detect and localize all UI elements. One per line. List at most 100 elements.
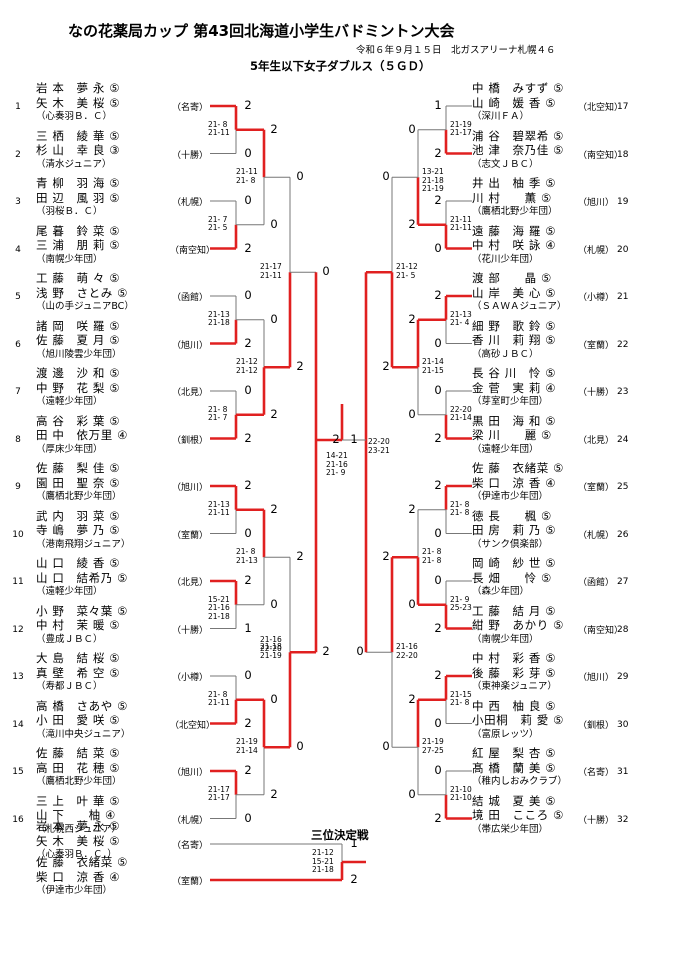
club-name: （南幌少年団） — [472, 633, 539, 645]
player-name: 矢 木 美 桜 ⑤ — [36, 95, 121, 110]
player-name: 小 野 菜々葉 ⑤ — [36, 603, 129, 618]
seed-number: 17 — [617, 102, 629, 112]
player-name: 結 城 夏 美 ⑤ — [472, 793, 557, 808]
game-count: 0 — [244, 810, 252, 825]
club-name: （清水ジュニア） — [36, 158, 112, 170]
club-name: （富原レッツ） — [472, 728, 539, 740]
game-count: 0 — [244, 288, 252, 302]
game-count: 2 — [434, 478, 442, 492]
player-name: 井 出 柚 季 ⑤ — [472, 176, 557, 190]
club-name: （札幌西ジュニア） — [36, 823, 121, 835]
region-label: （十勝） — [578, 388, 615, 398]
region-label: （名寄） — [578, 768, 615, 778]
game-count: 2 — [244, 478, 252, 492]
player-name: 工 藤 結 月 ⑤ — [472, 603, 557, 618]
seed-number: 8 — [15, 434, 21, 445]
player-name: 中 村 彩 香 ⑤ — [472, 651, 557, 665]
club-name: （伊達市少年団） — [472, 491, 549, 502]
region-label: （北空知） — [170, 720, 216, 731]
game-count: 0 — [434, 335, 442, 350]
region-label: （函館） — [171, 293, 208, 303]
player-name: 川 村 薫 ⑤ — [472, 190, 552, 205]
game-count: 0 — [270, 311, 278, 326]
game-count: 0 — [408, 406, 416, 421]
region-label: （南空知） — [578, 150, 624, 161]
game-count: 2 — [244, 335, 252, 350]
game-count: 0 — [322, 264, 330, 279]
player-name: 矢 木 美 桜 ⑤ — [36, 833, 121, 848]
seed-number: 26 — [617, 529, 629, 540]
game-count: 2 — [408, 691, 416, 706]
player-name: 三 栖 綾 華 ⑤ — [36, 128, 121, 143]
match-score: 21- 7 21- 5 — [208, 214, 228, 233]
match-score: 21-16 22-20 — [396, 642, 418, 660]
club-name: （伊達市少年団） — [36, 885, 113, 896]
third-place-title: 三位決定戦 — [311, 828, 369, 842]
game-count: 0 — [244, 668, 252, 682]
game-count: 0 — [408, 121, 416, 136]
game-count: 2 — [296, 549, 304, 564]
player-name: 三 浦 朋 莉 ⑤ — [36, 238, 121, 252]
region-label: （札幌） — [578, 245, 615, 256]
club-name: （心奏羽Ｂ．Ｃ） — [36, 111, 113, 122]
player-name: 山 岸 美 心 ⑤ — [472, 285, 557, 300]
game-count: 2 — [244, 715, 252, 730]
game-count: 2 — [408, 501, 416, 516]
region-label: （旭川） — [578, 198, 615, 208]
region-label: （旭川） — [171, 768, 208, 778]
game-count: 2 — [270, 121, 278, 136]
game-count: 2 — [350, 872, 358, 886]
player-name: 岡 崎 紗 世 ⑤ — [472, 556, 557, 570]
region-label: （名寄） — [171, 841, 208, 851]
player-name: 長 畑 怜 ⑤ — [472, 570, 552, 585]
player-name: 渡 邊 沙 和 ⑤ — [36, 366, 121, 380]
seed-number: 1 — [15, 102, 21, 112]
club-name: （帯広栄少年団） — [472, 823, 549, 835]
game-count: 0 — [244, 383, 252, 397]
club-name: （花川少年団） — [472, 253, 539, 265]
game-count: 0 — [434, 715, 442, 730]
region-label: （南空知） — [578, 625, 624, 636]
player-name: 黒 田 海 和 ⑤ — [472, 413, 557, 428]
match-score: 21-12 21- 5 — [396, 262, 418, 280]
match-score: 21- 9 25-23 — [450, 594, 472, 613]
game-count: 0 — [434, 763, 442, 777]
game-count: 2 — [408, 216, 416, 231]
player-name: 紺 野 あかり ⑤ — [472, 618, 565, 632]
player-name: 髙 橋 蘭 美 ⑤ — [472, 760, 557, 775]
player-name: 大 島 結 桜 ⑤ — [36, 651, 121, 665]
club-name: （羽桜Ｂ．Ｃ） — [36, 206, 103, 217]
game-count: 2 — [296, 359, 304, 374]
seed-number: 16 — [12, 814, 24, 825]
region-label: （南空知） — [170, 245, 216, 256]
seed-number: 10 — [12, 529, 24, 540]
game-count: 2 — [322, 644, 330, 659]
match-score: 14-21 21-16 21- 9 — [326, 451, 348, 477]
player-name: 杉 山 幸 良 ③ — [36, 143, 121, 157]
game-count: 0 — [434, 525, 442, 540]
region-label: （旭川） — [171, 340, 208, 351]
region-label: （札幌） — [171, 815, 208, 826]
match-score: 21-17 21-11 — [260, 262, 282, 280]
seed-number: 22 — [617, 339, 629, 350]
game-count: 2 — [244, 430, 252, 445]
seed-number: 28 — [617, 624, 629, 635]
game-count: 2 — [244, 763, 252, 777]
game-count: 2 — [270, 406, 278, 421]
game-count: 1 — [244, 620, 252, 635]
region-label: （釧根） — [578, 720, 615, 731]
match-score: 21-17 21-17 — [208, 784, 230, 803]
club-name: （森少年団） — [472, 586, 530, 597]
player-name: 真 壁 希 空 ⑤ — [36, 665, 121, 680]
match-score: 22-20 21-14 — [450, 404, 472, 423]
